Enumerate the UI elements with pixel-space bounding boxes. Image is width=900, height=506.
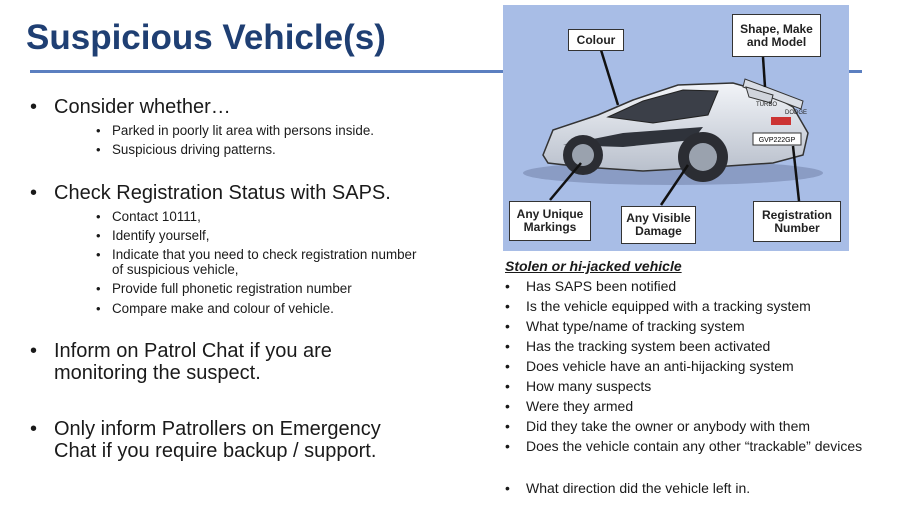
- bullet-dot: •: [505, 358, 510, 374]
- bullet-text: Check Registration Status with SAPS.: [54, 182, 391, 204]
- bullet-text: Inform on Patrol Chat if you are monitor…: [54, 340, 332, 384]
- bullet-dot: •: [30, 96, 38, 118]
- spoiler-text-right: DODGE: [785, 110, 807, 116]
- callout-shape-make-model: Shape, Make and Model: [732, 14, 821, 57]
- leader-line-markings: [549, 162, 582, 201]
- stolen-section-title: Stolen or hi-jacked vehicle: [505, 258, 682, 274]
- bullet-dot: •: [30, 340, 38, 362]
- list-item-text: Does vehicle have an anti-hijacking syst…: [526, 358, 794, 374]
- tail-light: [771, 117, 791, 125]
- bullet-dot: •: [505, 480, 510, 496]
- car-rear: [745, 86, 774, 104]
- licence-plate-text: GVP222GP: [759, 137, 796, 144]
- bullet-dot: •: [96, 301, 101, 316]
- bullet-dot: •: [505, 278, 510, 294]
- list-item-text: Is the vehicle equipped with a tracking …: [526, 298, 811, 314]
- bullet-dot: •: [96, 228, 101, 243]
- callout-colour: Colour: [568, 29, 624, 51]
- sub-bullet-text: Compare make and colour of vehicle.: [112, 301, 334, 316]
- bullet-text: Consider whether…: [54, 96, 231, 118]
- front-rim: [572, 144, 594, 166]
- bullet-text: Only inform Patrollers on Emergency Chat…: [54, 418, 381, 462]
- bullet-dot: •: [96, 247, 101, 262]
- bullet-dot: •: [96, 281, 101, 296]
- bullet-dot: •: [505, 398, 510, 414]
- bullet-dot: •: [96, 142, 101, 157]
- list-item-text: Does the vehicle contain any other “trac…: [526, 438, 863, 454]
- sub-bullet-text: Suspicious driving patterns.: [112, 142, 276, 157]
- sub-bullet-text: Provide full phonetic registration numbe…: [112, 281, 352, 296]
- page-title: Suspicious Vehicle(s): [26, 18, 386, 57]
- callout-registration-number: Registration Number: [753, 201, 841, 242]
- list-item-text: What type/name of tracking system: [526, 318, 745, 334]
- bullet-dot: •: [96, 123, 101, 138]
- bullet-dot: •: [30, 182, 38, 204]
- leader-line-shape: [761, 56, 767, 88]
- bullet-dot: •: [96, 209, 101, 224]
- leader-line-registration: [791, 145, 801, 202]
- car-illustration: GVP222GP TURBO DODGE: [523, 49, 823, 206]
- rear-rim: [689, 143, 717, 171]
- leader-line-damage: [659, 164, 690, 206]
- vehicle-diagram: GVP222GP TURBO DODGE Colour Shape, Make …: [503, 5, 849, 251]
- list-item-text: What direction did the vehicle left in.: [526, 480, 751, 496]
- bullet-dot: •: [505, 318, 510, 334]
- list-item-text: Has the tracking system been activated: [526, 338, 771, 354]
- list-item-text: Did they take the owner or anybody with …: [526, 418, 811, 434]
- sub-bullet-text: Parked in poorly lit area with persons i…: [112, 123, 374, 138]
- list-item-text: How many suspects: [526, 378, 652, 394]
- title-divider: [30, 70, 862, 73]
- sub-bullet-text: Contact 10111,: [112, 209, 201, 224]
- bullet-dot: •: [505, 438, 510, 454]
- car-spoiler: [742, 78, 804, 110]
- sub-bullet-text: Indicate that you need to check registra…: [112, 247, 417, 277]
- bullet-dot: •: [30, 418, 38, 440]
- stolen-vehicle-section: Stolen or hi-jacked vehicle • Has SAPS b…: [505, 258, 865, 496]
- bullet-dot: •: [505, 338, 510, 354]
- sub-bullet-text: Identify yourself,: [112, 228, 210, 243]
- car-body: [542, 82, 809, 172]
- list-item-text: Has SAPS been notified: [526, 278, 677, 294]
- list-item-text: Were they armed: [526, 398, 634, 414]
- spoiler-text-left: TURBO: [756, 102, 777, 108]
- bullet-dot: •: [505, 378, 510, 394]
- car-window: [606, 89, 719, 124]
- bullet-dot: •: [505, 418, 510, 434]
- bullet-dot: •: [505, 298, 510, 314]
- callout-unique-markings: Any Unique Markings: [509, 201, 591, 241]
- callout-visible-damage: Any Visible Damage: [621, 206, 696, 244]
- licence-plate: [752, 132, 802, 146]
- leader-line-colour: [599, 49, 620, 106]
